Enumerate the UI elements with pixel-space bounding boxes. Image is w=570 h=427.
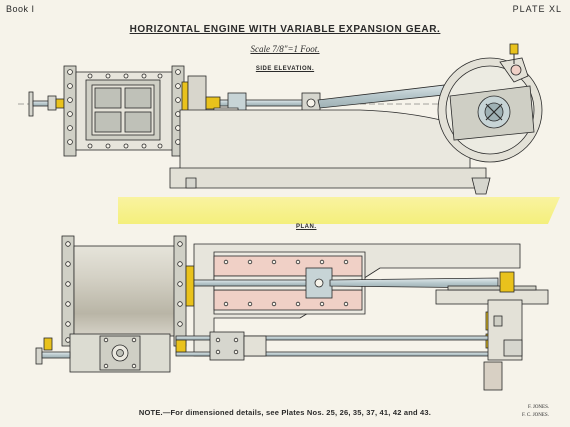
plan-cylinder-front-flange [61,235,75,347]
plan-label: PLAN. [296,224,317,230]
plate-number: PLATE XL [512,4,562,14]
signature-1: F. JONES. [528,405,550,410]
signature-2: F. C. JONES. [522,413,549,418]
flange-bolts [67,69,181,149]
side-elevation-label: SIDE ELEVATION. [255,66,315,72]
side-elevation-view [18,43,560,224]
plan-view [35,235,549,391]
bed-plate-side [179,109,471,171]
drawing-title: HORIZONTAL ENGINE WITH VARIABLE EXPANSIO… [129,24,441,35]
plan-cylinder-rear-flange [173,235,187,347]
book-label: Book I [6,4,35,14]
drawing-scale: Scale 7/8"=1 Foot. [250,44,320,54]
plan-cylinder [73,245,177,337]
crosshead-guide-lower [213,289,363,311]
plan-piston-rod [193,279,315,287]
valve-handwheel [28,91,34,117]
crosshead-guide-upper [213,255,363,277]
floor-hatch [118,197,560,224]
plate-note: NOTE.—For dimensioned details, see Plate… [138,408,432,417]
foundation-bolt [471,177,491,195]
